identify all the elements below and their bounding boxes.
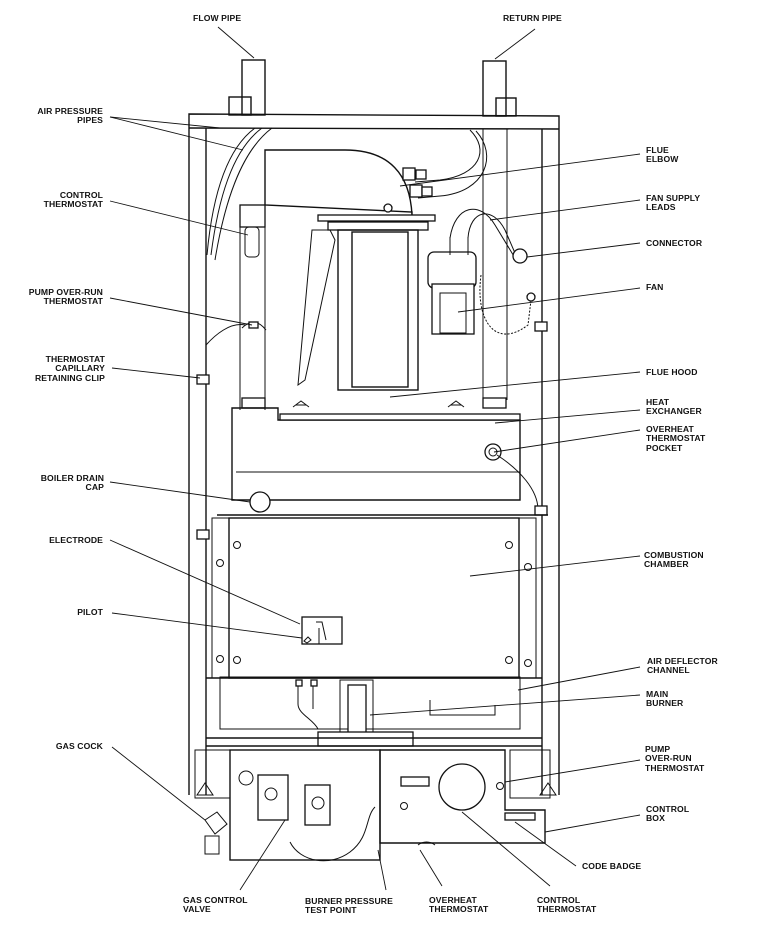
- controls-assembly-shape: [194, 749, 557, 862]
- combustion-chamber-shape: [196, 517, 537, 679]
- label-control-thermostat-top: CONTROL THERMOSTAT: [43, 190, 103, 210]
- label-overheat-thermostat: OVERHEAT THERMOSTAT: [429, 895, 489, 915]
- label-electrode: ELECTRODE: [49, 535, 103, 545]
- label-heat-exchanger: HEAT EXCHANGER: [646, 397, 702, 417]
- label-thermostat-capillary-retaining-clip: THERMOSTAT CAPILLARY RETAINING CLIP: [35, 354, 105, 383]
- label-return-pipe: RETURN PIPE: [503, 13, 562, 23]
- label-burner-pressure-test-point: BURNER PRESSURE TEST POINT: [305, 896, 393, 916]
- label-flue-elbow: FLUE ELBOW: [646, 145, 679, 165]
- control-thermostat-top-shape: [239, 204, 266, 410]
- label-gas-cock: GAS COCK: [55, 741, 103, 751]
- heat-exchanger-shape: [217, 397, 548, 516]
- pilot-electrode-shape: [301, 616, 343, 645]
- label-flue-hood: FLUE HOOD: [646, 367, 698, 377]
- label-combustion-chamber: COMBUSTION CHAMBER: [644, 550, 704, 570]
- main-burner-shape: [206, 676, 542, 747]
- leader-lines: [109, 26, 641, 891]
- label-boiler-drain-cap: BOILER DRAIN CAP: [40, 473, 104, 493]
- label-flow-pipe: FLOW PIPE: [193, 13, 242, 23]
- label-gas-control-valve: GAS CONTROL VALVE: [183, 895, 248, 915]
- label-pilot: PILOT: [77, 607, 103, 617]
- fan-housing-shape: [297, 203, 436, 391]
- fan-motor-shape: [427, 208, 536, 335]
- label-fan-supply-leads: FAN SUPPLY LEADS: [646, 193, 701, 213]
- label-main-burner: MAIN BURNER: [646, 689, 684, 709]
- pipe-connector-nuts: [402, 167, 433, 198]
- label-air-deflector-channel: AIR DEFLECTOR CHANNEL: [647, 656, 718, 676]
- label-overheat-thermostat-pocket: OVERHEAT THERMOSTAT POCKET: [646, 424, 706, 453]
- pump-over-run-thermostat-shape: [196, 321, 548, 385]
- label-fan: FAN: [646, 282, 664, 292]
- label-pump-over-run-thermostat-right: PUMP OVER-RUN THERMOSTAT: [645, 744, 705, 773]
- air-pressure-pipes-shape: [206, 127, 488, 261]
- label-air-pressure-pipes: AIR PRESSURE PIPES: [37, 106, 103, 126]
- label-pump-over-run-thermostat-left: PUMP OVER-RUN THERMOSTAT: [28, 287, 103, 307]
- casing-frame: [188, 113, 560, 795]
- label-control-thermostat-bottom: CONTROL THERMOSTAT: [537, 895, 597, 915]
- label-connector: CONNECTOR: [646, 238, 703, 248]
- return-pipe-shape: [482, 60, 517, 117]
- label-code-badge: CODE BADGE: [582, 861, 642, 871]
- flow-pipe-shape: [228, 59, 266, 116]
- label-control-box: CONTROL BOX: [646, 804, 690, 824]
